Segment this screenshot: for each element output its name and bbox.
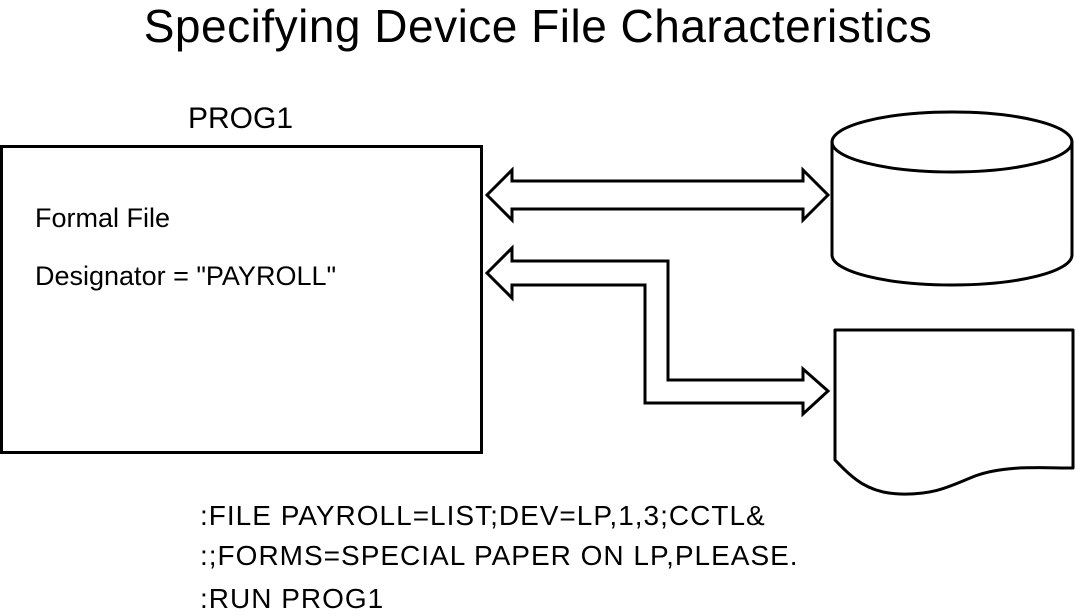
command-line-1: :FILE PAYROLL=LIST;DEV=LP,1,3;CCTL& [200, 500, 766, 531]
diagram-title: Specifying Device File Characteristics [143, 0, 933, 52]
program-printer-arrow [484, 244, 831, 418]
program-name-label: PROG1 [188, 102, 294, 135]
command-line-3: :RUN PROG1 [200, 583, 385, 614]
disk-drive-icon [830, 110, 1074, 287]
program-box [0, 145, 483, 454]
printed-page-icon [833, 328, 1075, 496]
formal-file-designator: Designator = "PAYROLL" [35, 261, 337, 291]
command-line-2: :;FORMS=SPECIAL PAPER ON LP,PLEASE. [200, 540, 799, 571]
formal-file-label: Formal File [35, 203, 171, 233]
program-disk-arrow [484, 166, 831, 224]
